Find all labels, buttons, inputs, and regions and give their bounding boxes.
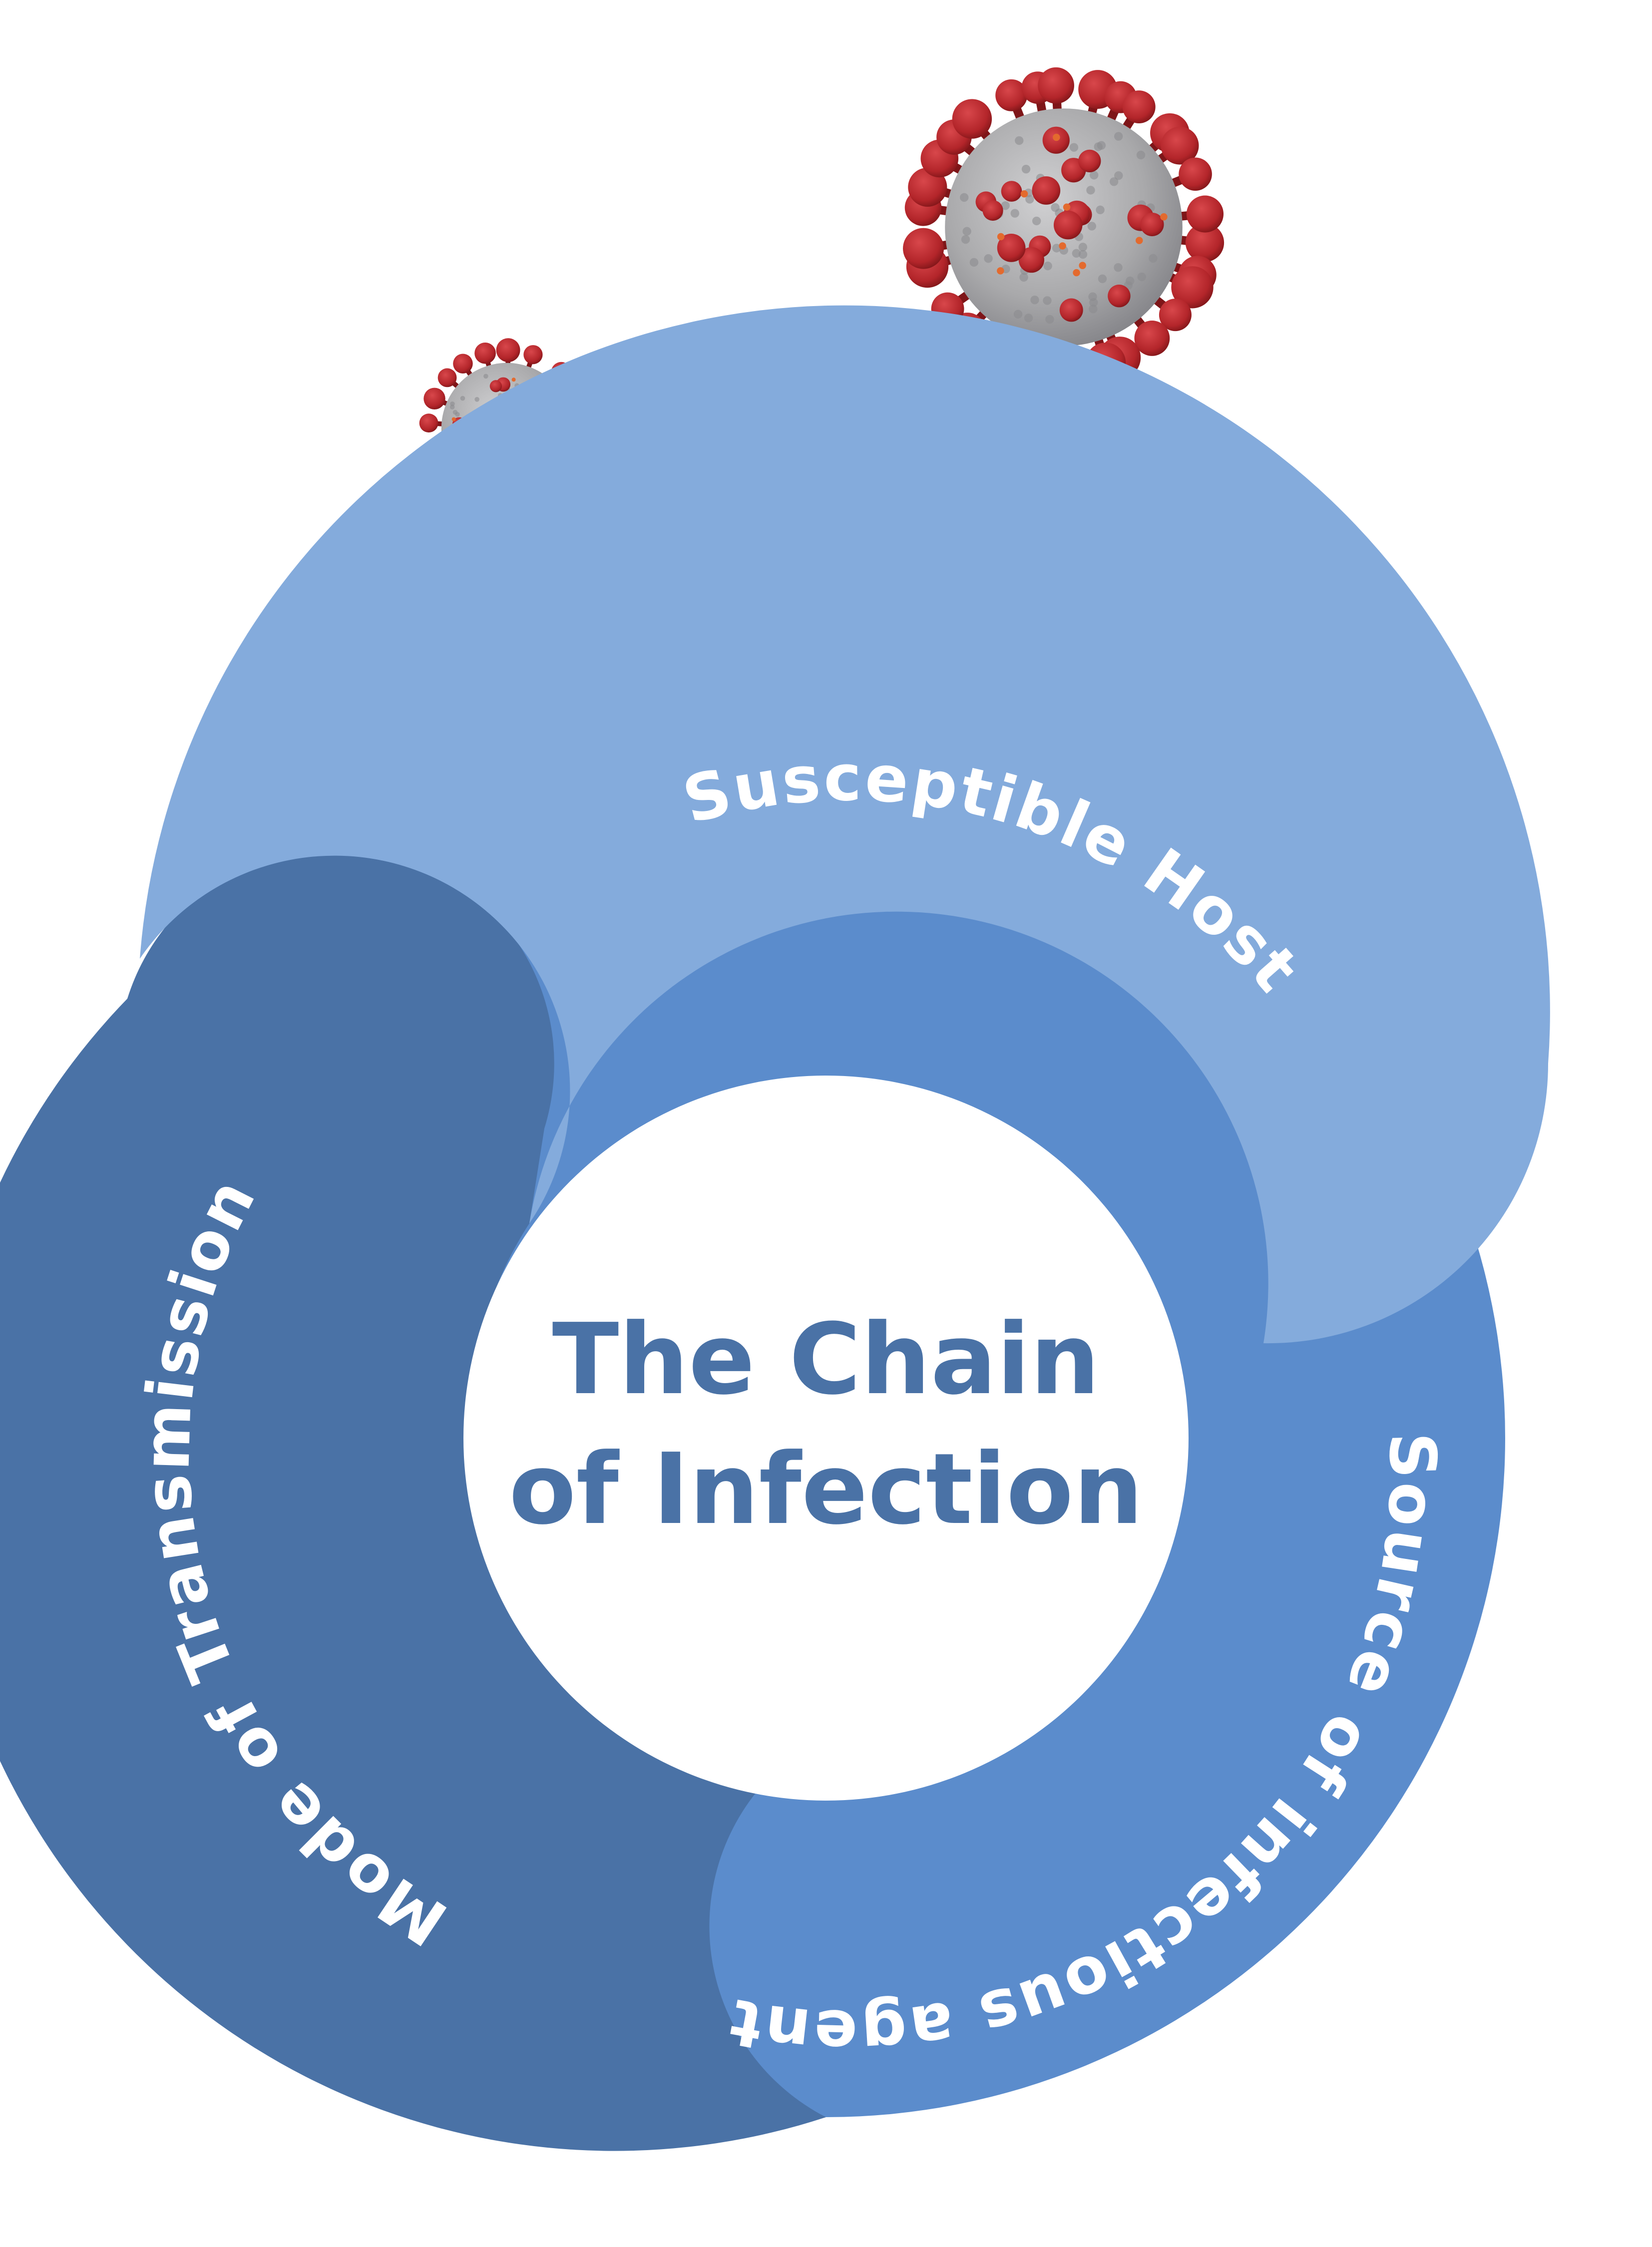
center-title-line1: The Chain: [552, 1303, 1100, 1417]
center-title-line2: of Infection: [509, 1433, 1143, 1546]
ring-center-hub: [463, 1076, 1189, 1801]
segment-susceptible-host: [140, 305, 1550, 1344]
infection-ring: [0, 305, 1550, 2151]
segment-mode-of-transmission: [0, 845, 826, 2151]
